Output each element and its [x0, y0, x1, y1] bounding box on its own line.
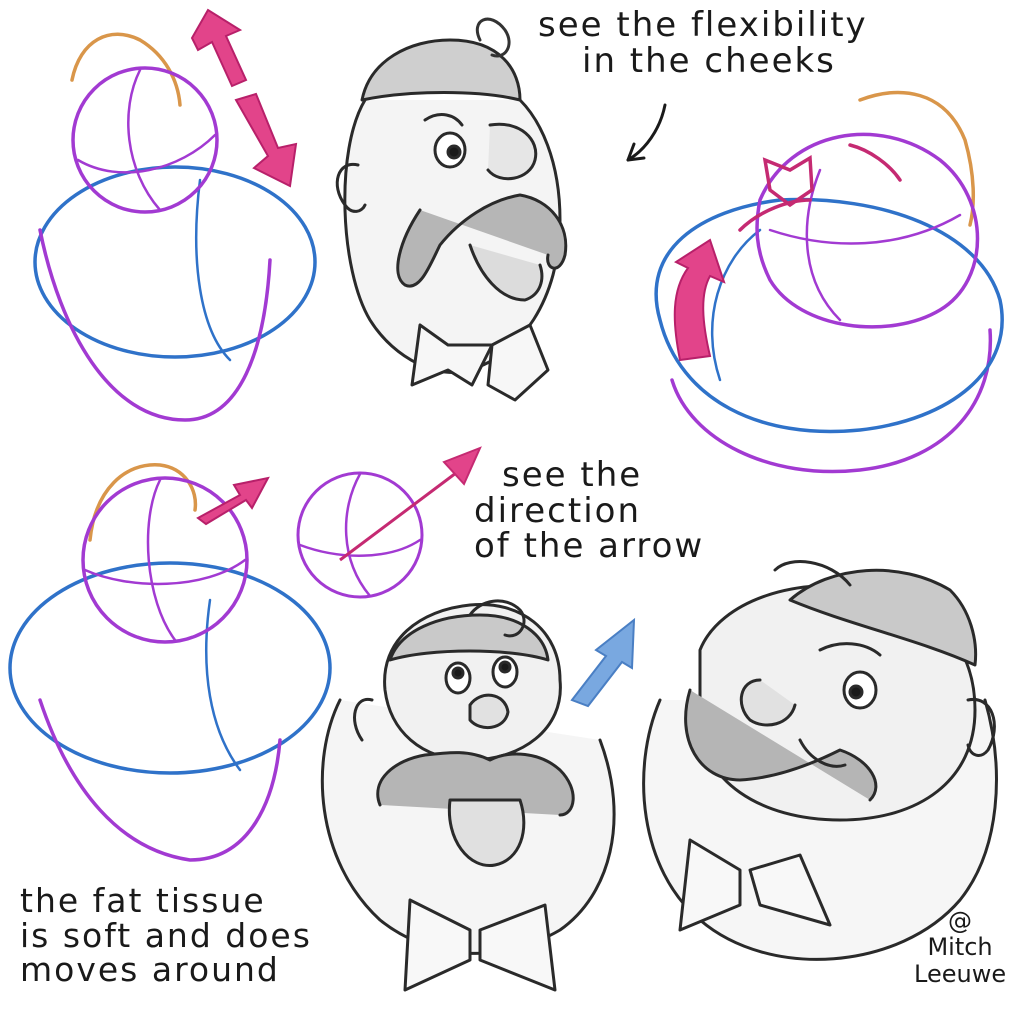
bow-tie: [678, 838, 742, 932]
direction-arrow-icon: [339, 446, 482, 562]
ear: [335, 162, 367, 213]
mouth: [447, 798, 526, 868]
note-arrow: see the direction of the arrow: [474, 455, 705, 567]
construction-guide-top-right: [654, 90, 1004, 474]
note-arrow-line-1: see the: [502, 455, 643, 495]
note-arrow-line-2: direction: [474, 490, 641, 531]
curved-arrow-icon: [673, 238, 726, 362]
character-top-center: [335, 17, 568, 402]
blue-body-oval: [33, 165, 317, 359]
note-cheeks: see the flexibility in the cheeks: [538, 5, 868, 81]
nose: [468, 693, 510, 729]
note-fat-tissue: the fat tissue is soft and does moves ar…: [20, 881, 312, 990]
mustache: [684, 688, 878, 802]
blue-body-oval: [8, 561, 332, 775]
purple-jaw-guide: [38, 228, 272, 422]
small-direction-arrow-icon: [196, 476, 270, 526]
cap-curl: [468, 599, 526, 638]
note-cheeks-line-1: see the flexibility: [538, 5, 868, 45]
ear: [353, 697, 374, 742]
nose: [739, 678, 797, 727]
purple-jaw-guide: [670, 328, 993, 474]
up-arrow-icon: [570, 617, 636, 708]
eyebrow: [818, 642, 882, 657]
double-arrow-icon: [190, 8, 298, 188]
construction-guide-top-left: [33, 32, 317, 422]
cap-curl: [773, 560, 852, 587]
blue-body-oval: [654, 197, 1004, 434]
curved-pointer-arrow: [626, 103, 667, 162]
character-bottom-right: [642, 560, 998, 961]
purple-head-sphere: [81, 476, 249, 644]
pink-cheek-swirl: [738, 143, 902, 232]
signature-last: Leeuwe: [914, 959, 1007, 988]
artist-signature: @ Mitch Leeuwe: [914, 907, 1007, 988]
cap: [388, 613, 550, 662]
nose: [486, 122, 538, 181]
note-arrow-line-3: of the arrow: [474, 526, 705, 567]
mouth: [468, 243, 544, 302]
cap: [788, 568, 978, 667]
signature-at: @: [948, 907, 973, 935]
orange-cap-guide: [70, 32, 182, 107]
note-fat-line-3: moves around: [20, 950, 280, 990]
mouth: [798, 738, 847, 768]
note-fat-line-1: the fat tissue: [20, 881, 266, 920]
cap-curl: [475, 17, 511, 58]
ear: [966, 698, 996, 757]
purple-head-sphere: [755, 132, 980, 329]
mustache: [396, 193, 568, 288]
construction-guide-bottom-left: [8, 463, 332, 862]
blue-center-line: [195, 178, 232, 362]
note-cheeks-line-2: in the cheeks: [582, 40, 836, 81]
bow-tie: [403, 898, 472, 992]
cap: [360, 38, 522, 102]
character-bottom-center: [320, 599, 616, 992]
mustache: [376, 751, 575, 817]
direction-sphere: [296, 471, 424, 599]
orange-cap-guide: [858, 90, 976, 227]
signature-first: Mitch: [927, 933, 993, 962]
purple-jaw-guide: [38, 698, 282, 862]
purple-head-sphere: [71, 66, 219, 214]
eyebrow: [423, 113, 464, 127]
note-fat-line-2: is soft and does: [20, 915, 312, 955]
orange-cap-guide: [88, 463, 198, 542]
